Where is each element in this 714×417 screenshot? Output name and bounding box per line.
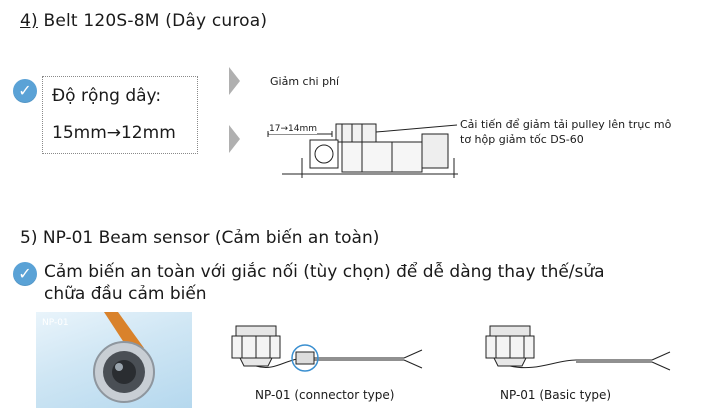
improvement-note-line1: Cải tiến để giảm tải pulley lên trục mô	[460, 118, 672, 131]
section5-bullet-line2: chữa đầu cảm biến	[44, 284, 207, 304]
checkmark-circle-icon: ✓	[13, 262, 37, 286]
basic-type-drawing	[485, 325, 671, 371]
caption-connector-type: NP-01 (connector type)	[255, 388, 395, 402]
pulley-motor-drawing	[267, 123, 458, 178]
chevron-right-icon	[229, 125, 240, 153]
dimension-label: 17→14mm	[269, 124, 317, 134]
sensor-illustration	[93, 312, 155, 403]
section4-title-prefix: 4)	[20, 11, 38, 31]
improvement-note-line2: tơ hộp giảm tốc DS-60	[460, 133, 584, 146]
sensor-photo: NP-01	[36, 312, 192, 408]
belt-width-label: Độ rộng dây:	[52, 86, 162, 106]
section5-title: 5) NP-01 Beam sensor (Cảm biến an toàn)	[20, 228, 380, 248]
section4-title-rest: Belt 120S-8M (Dây curoa)	[37, 11, 268, 31]
section5-bullet-line1: Cảm biến an toàn với giắc nối (tùy chọn)…	[44, 262, 605, 282]
chevron-right-icon	[229, 67, 240, 95]
connector-type-drawing	[231, 325, 423, 372]
belt-width-value: 15mm→12mm	[52, 123, 176, 143]
caption-basic-type: NP-01 (Basic type)	[500, 388, 612, 402]
photo-tag: NP-01	[42, 318, 69, 328]
section4-title: 4) Belt 120S-8M (Dây curoa)	[20, 11, 267, 31]
checkmark-circle-icon: ✓	[13, 79, 37, 103]
cost-reduction-label: Giảm chi phí	[270, 75, 340, 88]
belt-width-box: Độ rộng dây: 15mm→12mm	[42, 76, 198, 154]
section5-bullet: Cảm biến an toàn với giắc nối (tùy chọn)…	[44, 261, 684, 305]
